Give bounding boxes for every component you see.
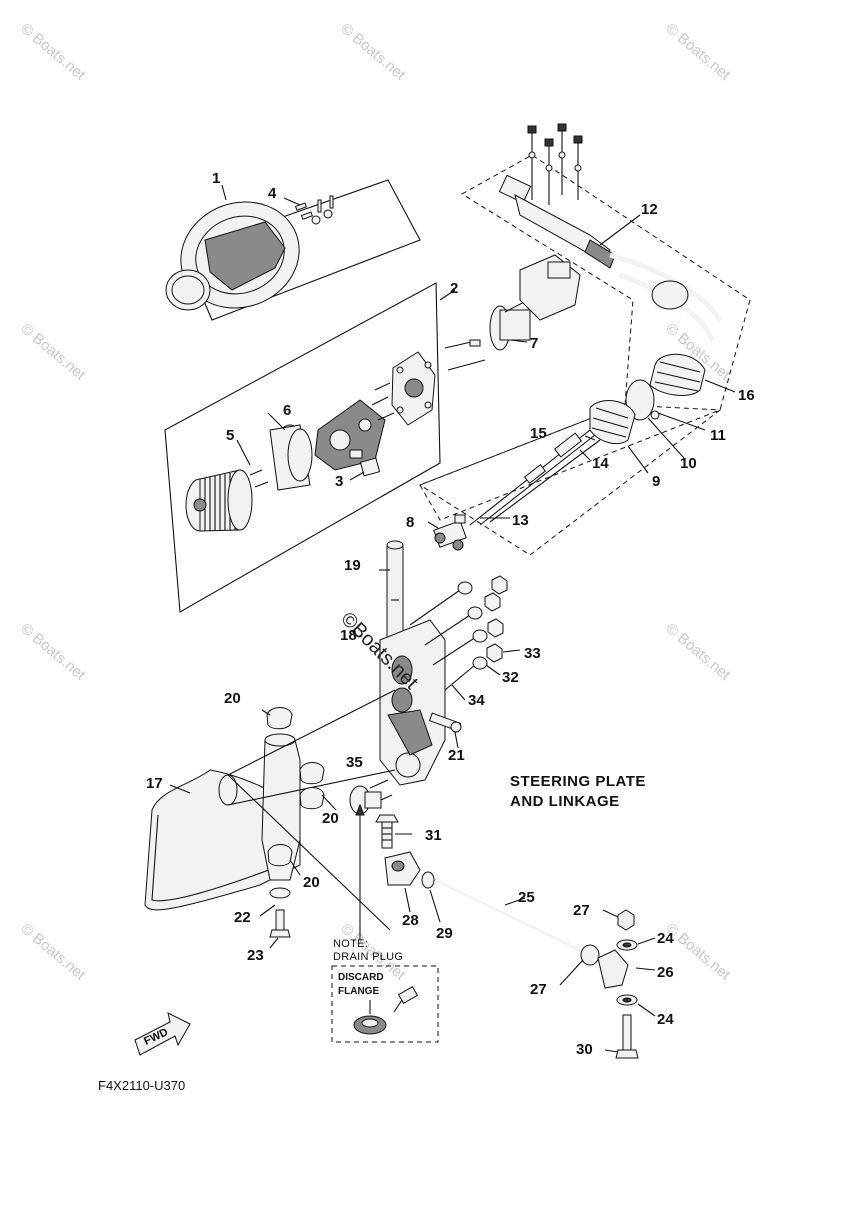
part-label-25: 25 [518,889,535,906]
steering-pivot-group [379,540,521,786]
wheel-spokes [204,221,286,291]
diagram-title-line2: AND LINKAGE [510,793,620,810]
part-label-14: 14 [592,455,609,472]
part-label-30: 30 [576,1041,593,1058]
part-label-11: 11 [710,427,726,444]
part-label-9: 9 [652,473,660,490]
watermark-text: © Boats.net [17,20,89,84]
part-label-6: 6 [283,402,291,419]
part-label-17: 17 [146,775,163,792]
pivot-washers [457,575,508,670]
cable-boot-lower [589,400,636,445]
part-label-8: 8 [406,514,414,531]
part-4-fasteners [294,195,334,225]
part-label-23: 23 [247,947,264,964]
part-label-4: 4 [268,185,277,202]
cable-end-fitting [433,514,467,551]
helm-shaft [444,299,531,371]
diagram-title-line1: STEERING PLATE [510,773,646,790]
watermark-text: © Boats.net [17,920,89,984]
part-label-1: 1 [212,170,220,187]
part-label-35: 35 [346,754,363,771]
plate-bolt [275,909,285,933]
part-label-28: 28 [402,912,419,929]
watermarks: © Boats.net © Boats.net © Boats.net © Bo… [17,20,734,984]
part-label-27-a: 27 [573,902,590,919]
part-label-26: 26 [657,964,674,981]
part-label-5: 5 [226,427,234,444]
note-plug-icon [397,985,419,1005]
helm-group [164,282,531,613]
tie-rod-bolt [622,1014,632,1051]
tie-rod-nut [617,909,635,931]
drain-plug-note: NOTE: DRAIN PLUG DISCARD FLANGE [331,938,439,1043]
part-label-29: 29 [436,925,453,942]
tie-rod-group [421,871,656,1059]
part-label-15: 15 [530,425,547,442]
linkage-bolt [375,814,399,849]
diagram-code: F4X2110-U370 [98,1078,185,1093]
part-label-20-c: 20 [303,874,320,891]
fwd-arrow: FWD [134,1012,191,1056]
helm-gear-body [314,399,386,471]
plate-pivot-tower [261,739,301,881]
part-label-3: 3 [335,473,343,490]
note-flange: FLANGE [338,986,379,997]
plate-bushings [266,707,325,867]
part-label-32: 32 [502,669,519,686]
wheel-cap-inner [171,275,205,305]
cable-housing [498,174,616,269]
part-label-20-a: 20 [224,690,241,707]
tie-rod-washer [421,871,435,889]
helm-mounting-plate [371,351,436,426]
part-label-33: 33 [524,645,541,662]
part-label-20-b: 20 [322,810,339,827]
cable-group [418,123,751,556]
cable-clamp [625,379,655,421]
part-label-22: 22 [234,909,251,926]
cable-bolts [527,123,583,205]
cable-boot [649,353,706,396]
note-discard: DISCARD [338,972,384,983]
watermark-text: © Boats.net [17,320,89,384]
part-label-24-b: 24 [657,1011,674,1028]
part-label-16: 16 [738,387,755,404]
part-label-18: 18 [340,627,357,644]
part-label-31: 31 [425,827,442,844]
note-text: DRAIN PLUG [333,951,403,963]
watermark-text: © Boats.net [662,20,734,84]
cable-rods [469,429,601,526]
part-label-34: 34 [468,692,485,709]
helm-block [359,457,381,477]
watermark-text: © Boats.net [337,20,409,84]
part-label-24-a: 24 [657,930,674,947]
part-label-7: 7 [530,335,538,352]
steering-plate-group [144,689,421,949]
note-label: NOTE: [333,938,368,950]
steering-wheel-group [165,179,421,321]
tie-rod-end [597,949,629,989]
watermark-text: © Boats.net [17,620,89,684]
cable-lower-dashed-frame [418,404,722,556]
part-label-2: 2 [450,280,458,297]
pivot-pin [386,544,404,646]
watermark-text: © Boats.net [662,620,734,684]
part-label-19: 19 [344,557,361,574]
helm-drum [185,469,253,532]
part-labels: 1 4 2 7 6 5 3 12 16 11 15 10 14 9 13 8 1… [146,170,755,1058]
plate-washer [269,887,291,899]
part-label-10: 10 [680,455,697,472]
part-label-13: 13 [512,512,529,529]
drain-plug [349,779,393,815]
pivot-studs [409,589,477,691]
part-label-12: 12 [641,201,658,218]
part-label-27-b: 27 [530,981,547,998]
helm-frame [164,282,441,613]
note-frame [331,965,439,1043]
part-label-21: 21 [448,747,465,764]
cable-upper-dashed-frame [419,154,751,521]
